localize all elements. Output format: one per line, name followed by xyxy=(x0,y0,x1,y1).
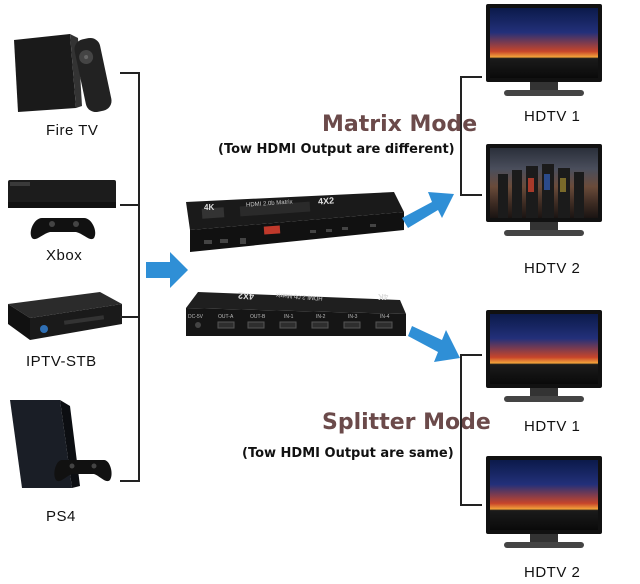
output-label-hdtv-1-splitter: HDTV 1 xyxy=(524,418,581,435)
input-arrow-icon xyxy=(146,252,188,288)
movie-heroes-icon xyxy=(498,164,584,218)
splitter-device-badge: 4K xyxy=(378,292,389,301)
hdtv-1-splitter xyxy=(486,310,602,402)
splitter-bracket-vertical xyxy=(460,354,462,506)
source-label-iptv-stb: IPTV-STB xyxy=(26,353,97,370)
tv-screen-movie-poster xyxy=(490,148,598,218)
matrix-bracket-top xyxy=(460,76,482,78)
output-label-hdtv-2-matrix: HDTV 2 xyxy=(524,260,581,277)
splitter-device-model: 4X2 xyxy=(237,290,255,302)
matrix-bracket-bottom xyxy=(460,194,482,196)
matrix-bracket-vertical xyxy=(460,76,462,196)
source-bracket-tick-4 xyxy=(120,480,140,482)
hdtv-1-matrix xyxy=(486,4,602,96)
splitter-mode-title: Splitter Mode xyxy=(322,410,491,435)
tv-screen-sunset xyxy=(490,8,598,78)
set-top-box-icon xyxy=(8,292,122,340)
source-label-ps4: PS4 xyxy=(46,508,76,525)
port-label-dc: DC-5V xyxy=(188,314,204,320)
xbox-icon xyxy=(8,180,116,240)
matrix-output-arrow-icon xyxy=(402,192,454,228)
hdtv-2-matrix xyxy=(486,144,602,236)
splitter-bracket-top xyxy=(460,354,482,356)
matrix-mode-subtitle: (Tow HDMI Output are different) xyxy=(218,142,455,157)
ps4-icon xyxy=(10,400,112,488)
port-label-in-2: IN-2 xyxy=(316,314,326,320)
hdtv-2-splitter xyxy=(486,456,602,548)
port-label-in-4: IN-4 xyxy=(380,314,390,320)
tv-screen-sunset xyxy=(490,314,598,384)
output-label-hdtv-1-matrix: HDTV 1 xyxy=(524,108,581,125)
tv-screen-sunset xyxy=(490,460,598,530)
source-bracket-tick-3 xyxy=(120,316,140,318)
source-label-fire-tv: Fire TV xyxy=(46,122,99,139)
splitter-bracket-bottom xyxy=(460,504,482,506)
source-bracket-tick-1 xyxy=(120,72,140,74)
output-label-hdtv-2-splitter: HDTV 2 xyxy=(524,564,581,581)
fire-tv-icon xyxy=(14,34,112,113)
matrix-device-image xyxy=(186,192,404,252)
source-bracket-tick-2 xyxy=(120,204,140,206)
splitter-device-image xyxy=(186,292,406,336)
port-label-in-1: IN-1 xyxy=(284,314,294,320)
source-label-xbox: Xbox xyxy=(46,247,83,264)
matrix-device-badge: 4K xyxy=(204,203,215,212)
port-label-out-a: OUT-A xyxy=(218,314,234,320)
port-label-out-b: OUT-B xyxy=(250,314,266,320)
splitter-output-arrow-icon xyxy=(408,326,460,362)
matrix-device-model: 4X2 xyxy=(317,195,335,207)
matrix-mode-title: Matrix Mode xyxy=(322,112,478,137)
splitter-mode-subtitle: (Tow HDMI Output are same) xyxy=(242,446,454,461)
port-label-in-3: IN-3 xyxy=(348,314,358,320)
source-bracket-vertical xyxy=(138,72,140,482)
